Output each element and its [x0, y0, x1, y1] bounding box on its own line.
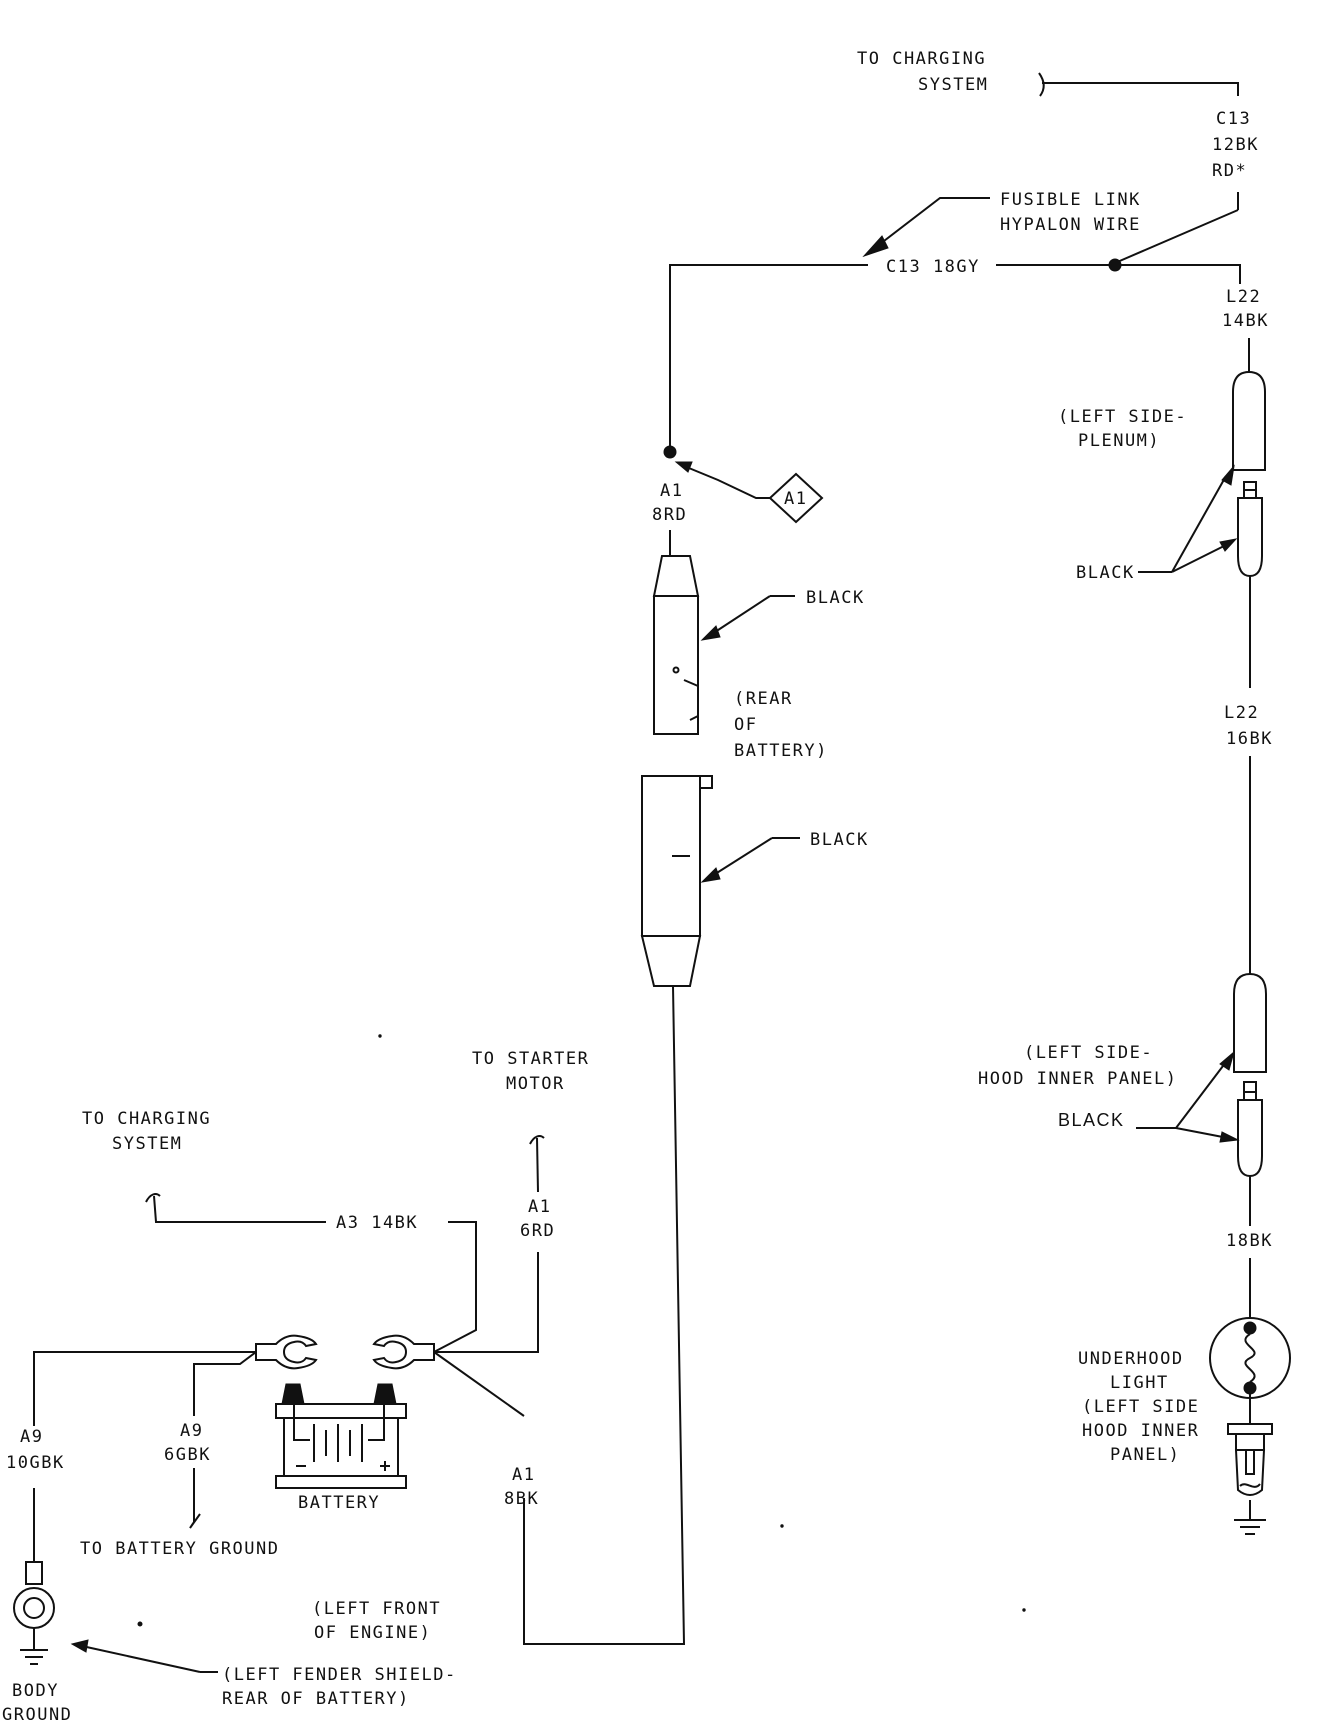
- a1-6rd-code: A1: [528, 1197, 551, 1217]
- black-lower-leader: [700, 837, 800, 883]
- underhood-light-label-2: LIGHT: [1110, 1373, 1169, 1393]
- to-starter-motor-label-2: MOTOR: [506, 1074, 565, 1094]
- left-front-engine-label-1: (LEFT FRONT: [312, 1599, 441, 1619]
- rear-of-battery-label-1: (REAR: [734, 689, 793, 709]
- a1-top-code: A1: [660, 481, 683, 501]
- underhood-light-label-4: HOOD INNER: [1082, 1421, 1199, 1441]
- scan-specks: [137, 1034, 1026, 1627]
- left-fender-label-1: (LEFT FENDER SHIELD-: [222, 1665, 457, 1685]
- fusible-link-leader: [862, 197, 990, 258]
- black-plenum-label: BLACK: [1076, 563, 1135, 583]
- a1-6rd-wire: [434, 1135, 545, 1353]
- l22-mid-gauge: 16BK: [1226, 729, 1273, 749]
- rear-of-battery-label-3: BATTERY): [734, 741, 828, 761]
- c13-wire-gauge: 12BK: [1212, 135, 1259, 155]
- a9-left-gauge: 10GBK: [6, 1453, 65, 1473]
- fusible-link-label-1: FUSIBLE LINK: [1000, 190, 1141, 210]
- left-front-engine-label-2: OF ENGINE): [314, 1623, 431, 1643]
- to-charging-system-left-label-1: TO CHARGING: [82, 1109, 211, 1129]
- hood-connector-male: [1237, 1099, 1263, 1178]
- rear-of-battery-label-2: OF: [734, 715, 757, 735]
- a9-10gbk-wire: [33, 1351, 256, 1562]
- a3-14bk-label: A3 14BK: [336, 1213, 418, 1233]
- black-upper-leader: [700, 595, 795, 641]
- a1-diamond-label: A1: [784, 489, 807, 509]
- a1-8bk-code: A1: [512, 1465, 535, 1485]
- a1-top-gauge: 8RD: [652, 505, 687, 525]
- positive-battery-clamp: [372, 1334, 435, 1370]
- fusible-link-label-2: HYPALON WIRE: [1000, 215, 1141, 235]
- a1-diamond: [768, 472, 824, 524]
- left-side-hood-label-2: HOOD INNER PANEL): [978, 1069, 1178, 1089]
- splice-dot-c13: [1108, 258, 1122, 272]
- battery-cable-connector-upper: [652, 555, 700, 735]
- underhood-light-label-3: (LEFT SIDE: [1082, 1397, 1199, 1417]
- to-starter-motor-label-1: TO STARTER: [472, 1049, 589, 1069]
- splice-dot-a1: [663, 445, 677, 459]
- c13-18gy-label: C13 18GY: [886, 257, 980, 277]
- c13-18gy-wire: [663, 258, 1241, 459]
- left-fender-leader: [70, 1639, 218, 1673]
- underhood-light-socket: [1227, 1423, 1273, 1435]
- plenum-connector-female: [1232, 370, 1266, 471]
- a9-6gbk-wire: [189, 1351, 257, 1529]
- black-plenum-leader: [1138, 464, 1238, 573]
- a1-6rd-gauge: 6RD: [520, 1221, 555, 1241]
- a3-14bk-wire: [145, 1193, 477, 1353]
- underhood-light: [1209, 1317, 1291, 1535]
- l22-top-code: L22: [1226, 287, 1261, 307]
- to-battery-ground-label: TO BATTERY GROUND: [80, 1539, 280, 1559]
- underhood-light-label-5: PANEL): [1110, 1445, 1180, 1465]
- a9-mid-code: A9: [180, 1421, 203, 1441]
- l22-top-gauge: 14BK: [1222, 311, 1269, 331]
- a1-8bk-wire: [523, 985, 686, 1645]
- a9-mid-gauge: 6GBK: [164, 1445, 211, 1465]
- gauge-18bk-label: 18BK: [1226, 1231, 1273, 1251]
- a1-diamond-marker: [674, 461, 824, 524]
- black-hood-leader: [1136, 1050, 1240, 1143]
- to-charging-system-top-label-2: SYSTEM: [918, 75, 988, 95]
- c13-wire-code: C13: [1216, 109, 1251, 129]
- hood-connector-female: [1233, 972, 1267, 1073]
- body-ground-label-1: BODY: [12, 1681, 59, 1701]
- left-fender-label-2: REAR OF BATTERY): [222, 1689, 410, 1709]
- underhood-light-label-1: UNDERHOOD: [1078, 1349, 1184, 1369]
- plenum-connector-male: [1237, 497, 1263, 578]
- body-ground-label-2: GROUND: [2, 1705, 72, 1725]
- a9-left-code: A9: [20, 1427, 43, 1447]
- left-side-hood-label-1: (LEFT SIDE-: [1024, 1043, 1153, 1063]
- to-charging-system-top-label-1: TO CHARGING: [857, 49, 986, 69]
- left-side-plenum-label-2: PLENUM): [1078, 431, 1160, 451]
- black-lower-label: BLACK: [810, 830, 869, 850]
- battery-label: BATTERY: [298, 1493, 380, 1513]
- left-side-plenum-label-1: (LEFT SIDE-: [1058, 407, 1187, 427]
- a1-8bk-lead: [433, 1351, 525, 1417]
- to-charging-system-left-label-2: SYSTEM: [112, 1134, 182, 1154]
- black-hood-label: BLACK: [1058, 1110, 1125, 1130]
- negative-battery-clamp: [255, 1334, 318, 1370]
- a1-8bk-gauge: 8BK: [504, 1489, 539, 1509]
- battery-cable-connector-lower: [640, 775, 713, 987]
- black-upper-label: BLACK: [806, 588, 865, 608]
- plenum-connector: [1232, 370, 1266, 688]
- battery-symbol: [275, 1383, 407, 1489]
- body-ground-eyelet: [13, 1561, 55, 1665]
- hood-panel-connector: [1233, 972, 1267, 1226]
- charging-system-feed-top: [1038, 72, 1239, 264]
- c13-wire-color: RD*: [1212, 161, 1247, 181]
- l22-mid-code: L22: [1224, 703, 1259, 723]
